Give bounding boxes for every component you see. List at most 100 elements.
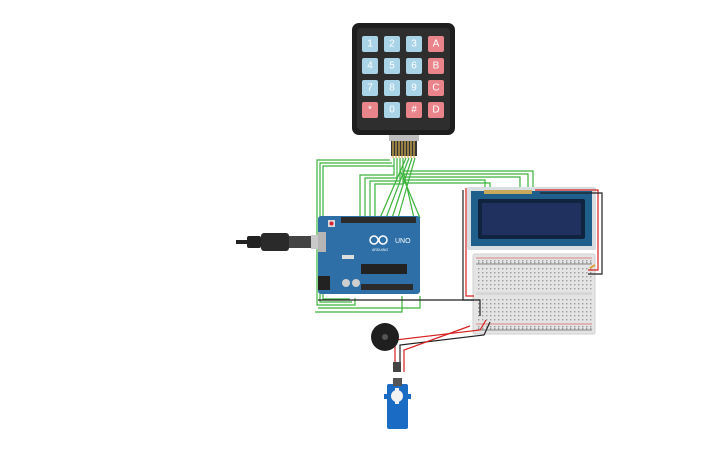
- breadboard-hole: [522, 280, 524, 282]
- keypad-key[interactable]: [384, 58, 400, 74]
- breadboard-hole: [578, 262, 580, 264]
- breadboard-hole: [578, 284, 580, 286]
- breadboard-hole: [566, 315, 568, 317]
- keypad-key[interactable]: [362, 58, 378, 74]
- breadboard-hole: [542, 299, 544, 301]
- breadboard-hole: [526, 262, 528, 264]
- breadboard-hole: [574, 280, 576, 282]
- keypad-key[interactable]: [406, 36, 422, 52]
- breadboard-hole: [522, 315, 524, 317]
- breadboard-hole: [590, 328, 592, 330]
- keypad-key-label: 2: [389, 39, 395, 50]
- breadboard-hole: [586, 276, 588, 278]
- breadboard-hole: [554, 307, 556, 309]
- breadboard-hole: [518, 299, 520, 301]
- keypad-key[interactable]: [362, 80, 378, 96]
- breadboard-hole: [486, 268, 488, 270]
- breadboard-hole: [506, 280, 508, 282]
- breadboard-hole: [498, 280, 500, 282]
- breadboard-hole: [542, 276, 544, 278]
- breadboard-hole: [498, 311, 500, 313]
- breadboard-hole: [482, 260, 484, 262]
- breadboard-hole: [506, 328, 508, 330]
- breadboard-hole: [498, 299, 500, 301]
- breadboard-hole: [562, 280, 564, 282]
- breadboard-hole: [502, 260, 504, 262]
- breadboard-hole: [546, 311, 548, 313]
- breadboard-hole: [558, 280, 560, 282]
- keypad-key[interactable]: [406, 102, 422, 118]
- breadboard-hole: [570, 326, 572, 328]
- breadboard-hole: [506, 268, 508, 270]
- breadboard-hole: [522, 276, 524, 278]
- breadboard-hole: [538, 280, 540, 282]
- breadboard-hole: [482, 276, 484, 278]
- breadboard-hole: [570, 262, 572, 264]
- keypad-key[interactable]: [384, 102, 400, 118]
- breadboard-hole: [542, 262, 544, 264]
- keypad-key[interactable]: [428, 36, 444, 52]
- breadboard-hole: [510, 311, 512, 313]
- breadboard: [472, 253, 596, 335]
- breadboard-hole: [570, 260, 572, 262]
- breadboard-hole: [494, 280, 496, 282]
- lcd-16x2-display[interactable]: [467, 187, 596, 250]
- breadboard-hole: [478, 315, 480, 317]
- green-wire-bundle: [315, 157, 534, 313]
- breadboard-hole: [570, 268, 572, 270]
- breadboard-hole: [546, 303, 548, 305]
- breadboard-hole: [526, 328, 528, 330]
- breadboard-hole: [522, 260, 524, 262]
- breadboard-hole: [578, 299, 580, 301]
- keypad-key[interactable]: [384, 36, 400, 52]
- breadboard-hole: [518, 284, 520, 286]
- breadboard-hole: [562, 328, 564, 330]
- keypad-key[interactable]: [362, 102, 378, 118]
- breadboard-hole: [482, 303, 484, 305]
- keypad-key[interactable]: [406, 58, 422, 74]
- breadboard-hole: [582, 326, 584, 328]
- breadboard-hole: [494, 284, 496, 286]
- breadboard-hole: [510, 315, 512, 317]
- breadboard-hole: [478, 280, 480, 282]
- breadboard-hole: [578, 303, 580, 305]
- breadboard-hole: [582, 328, 584, 330]
- breadboard-hole: [510, 319, 512, 321]
- breadboard-hole: [566, 284, 568, 286]
- breadboard-hole: [494, 315, 496, 317]
- arduino-uno-board[interactable]: UNO ARDUINO: [318, 216, 420, 294]
- breadboard-hole: [522, 319, 524, 321]
- breadboard-hole: [518, 307, 520, 309]
- breadboard-hole: [550, 268, 552, 270]
- breadboard-hole: [550, 311, 552, 313]
- piezo-buzzer: [371, 323, 399, 351]
- breadboard-hole: [490, 311, 492, 313]
- breadboard-hole: [550, 260, 552, 262]
- keypad-key[interactable]: [384, 80, 400, 96]
- breadboard-hole: [558, 303, 560, 305]
- breadboard-hole: [486, 315, 488, 317]
- breadboard-hole: [562, 276, 564, 278]
- keypad-key[interactable]: [428, 80, 444, 96]
- breadboard-hole: [502, 299, 504, 301]
- breadboard-hole: [534, 307, 536, 309]
- keypad-key[interactable]: [428, 102, 444, 118]
- breadboard-hole: [502, 319, 504, 321]
- keypad-key[interactable]: [406, 80, 422, 96]
- breadboard-hole: [514, 268, 516, 270]
- breadboard-hole: [570, 284, 572, 286]
- breadboard-hole: [550, 262, 552, 264]
- breadboard-hole: [586, 268, 588, 270]
- breadboard-hole: [562, 268, 564, 270]
- breadboard-hole: [530, 303, 532, 305]
- keypad-key[interactable]: [362, 36, 378, 52]
- breadboard-hole: [518, 268, 520, 270]
- breadboard-hole: [530, 288, 532, 290]
- breadboard-hole: [498, 319, 500, 321]
- breadboard-hole: [526, 280, 528, 282]
- breadboard-hole: [522, 303, 524, 305]
- keypad-key[interactable]: [428, 58, 444, 74]
- breadboard-hole: [518, 319, 520, 321]
- breadboard-hole: [478, 260, 480, 262]
